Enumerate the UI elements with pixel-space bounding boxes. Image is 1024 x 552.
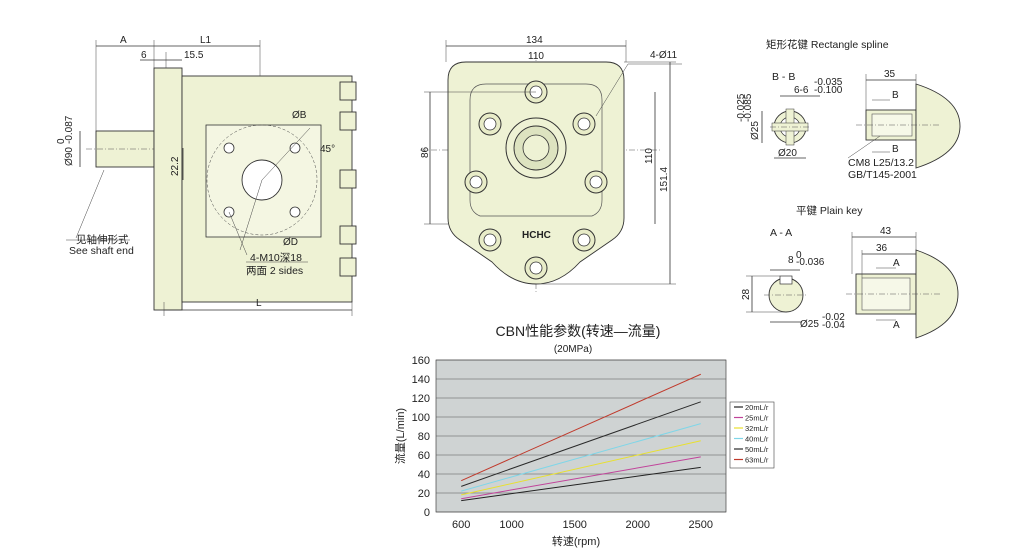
- dim-110-h: 110: [644, 148, 655, 164]
- spline-phi25: Ø25: [750, 121, 761, 140]
- spline-spec-tol-bot: -0.100: [814, 85, 843, 96]
- key-width-tol-top: 0: [796, 250, 802, 261]
- chart-subtitle: (20MPa): [554, 344, 592, 355]
- x-tick-label: 1000: [499, 519, 523, 531]
- y-tick-labels: 0 20 40 60 80 100 120 140 160: [412, 355, 430, 519]
- y-tick-label: 40: [418, 469, 430, 481]
- spline-spec: 6-6: [794, 85, 809, 96]
- dim-A: A: [120, 35, 127, 46]
- x-tick-label: 1500: [562, 519, 586, 531]
- series-lines: [461, 373, 701, 502]
- spline-phi25-tol-top: -0.025: [736, 93, 747, 122]
- dim-110-w: 110: [528, 51, 544, 62]
- series-line-20mL/r: [461, 466, 701, 502]
- dim-phi90-tol-top: 0: [56, 138, 67, 144]
- y-tick-label: 0: [424, 507, 430, 519]
- key-width: 8: [788, 255, 794, 266]
- side-view-drawing: [66, 40, 357, 316]
- dim-45deg: 45°: [320, 144, 335, 155]
- brand-mark: HCHC: [522, 230, 551, 241]
- key-phi25-tol-bot: -0.04: [822, 320, 845, 331]
- dim-phi90: Ø90: [64, 147, 75, 166]
- x-tick-label: 600: [452, 519, 470, 531]
- spline-std1: CM8 L25/13.2: [848, 157, 914, 169]
- legend-label: 32mL/r: [745, 424, 769, 433]
- spline-length: 35: [884, 69, 896, 80]
- y-tick-label: 120: [412, 393, 430, 405]
- note-shaft-en: See shaft end: [69, 245, 134, 257]
- y-tick-label: 60: [418, 450, 430, 462]
- dim-22-2: 22.2: [170, 156, 181, 176]
- key-length-43: 43: [880, 226, 892, 237]
- note-thread: 4-M10深18: [250, 252, 302, 264]
- front-view-drawing: [420, 40, 682, 292]
- legend-label: 25mL/r: [745, 414, 769, 423]
- y-tick-label: 160: [412, 355, 430, 367]
- chart-title: CBN性能参数(转速—流量): [496, 323, 661, 339]
- note-sides: 两面 2 sides: [246, 265, 303, 277]
- key-section: A - A: [770, 227, 792, 239]
- spline-spec-tol-top: -0.035: [814, 77, 843, 88]
- series-line-32mL/r: [461, 440, 701, 496]
- note-shaft-cn: 见轴伸形式: [76, 233, 129, 246]
- dim-4-holes: 4-Ø11: [650, 50, 677, 61]
- series-line-50mL/r: [461, 401, 701, 487]
- x-axis-label: 转速(rpm): [552, 534, 600, 548]
- key-title: 平键 Plain key: [796, 204, 863, 217]
- x-tick-labels: 600 1000 1500 2000 2500: [452, 519, 713, 531]
- grid-lines: [436, 359, 726, 513]
- key-length-36: 36: [876, 243, 888, 254]
- x-tick-label: 2500: [689, 519, 713, 531]
- key-drawing: [746, 232, 959, 339]
- mounting-flange: [153, 67, 183, 311]
- y-tick-label: 100: [412, 412, 430, 424]
- key-mark-a-top: A: [893, 258, 900, 269]
- key-mark-a-bot: A: [893, 320, 900, 331]
- key-width-tol-bot: -0.036: [796, 257, 825, 268]
- dim-86: 86: [420, 146, 431, 158]
- legend-label: 63mL/r: [745, 456, 769, 465]
- dim-6: 6: [141, 50, 147, 61]
- dim-phi90-tol-bot: -0.087: [64, 115, 75, 144]
- spline-title: 矩形花键 Rectangle spline: [766, 38, 889, 51]
- key-phi25-tol-top: -0.02: [822, 312, 845, 323]
- spline-drawing: [761, 74, 961, 169]
- spline-phi25-tol-bot: -0.085: [743, 93, 754, 122]
- series-line-25mL/r: [461, 456, 701, 500]
- y-tick-label: 140: [412, 374, 430, 386]
- key-phi25: Ø25: [800, 319, 819, 330]
- x-tick-label: 2000: [625, 519, 649, 531]
- dim-phiD: ØD: [283, 237, 298, 248]
- legend-label: 50mL/r: [745, 445, 769, 454]
- series-line-40mL/r: [461, 423, 701, 492]
- key-height: 28: [741, 288, 752, 300]
- dim-151-4: 151.4: [659, 167, 670, 192]
- spline-phi20: Ø20: [778, 148, 797, 159]
- series-line-63mL/r: [461, 373, 701, 482]
- y-tick-label: 80: [418, 431, 430, 443]
- dim-phiB: ØB: [292, 110, 307, 121]
- dim-134: 134: [526, 35, 543, 46]
- dim-L: L: [256, 298, 262, 309]
- y-tick-label: 20: [418, 488, 430, 500]
- legend-label: 40mL/r: [745, 435, 769, 444]
- legend-box: [729, 401, 775, 469]
- spline-mark-b-bot: B: [892, 144, 899, 155]
- y-axis-label: 流量(L/min): [393, 408, 407, 464]
- dim-L1: L1: [200, 35, 212, 46]
- dim-15-5: 15.5: [184, 50, 204, 61]
- spline-std2: GB/T145-2001: [848, 169, 917, 181]
- legend-label: 20mL/r: [745, 403, 769, 412]
- spline-section: B - B: [772, 71, 795, 83]
- spline-mark-b-top: B: [892, 90, 899, 101]
